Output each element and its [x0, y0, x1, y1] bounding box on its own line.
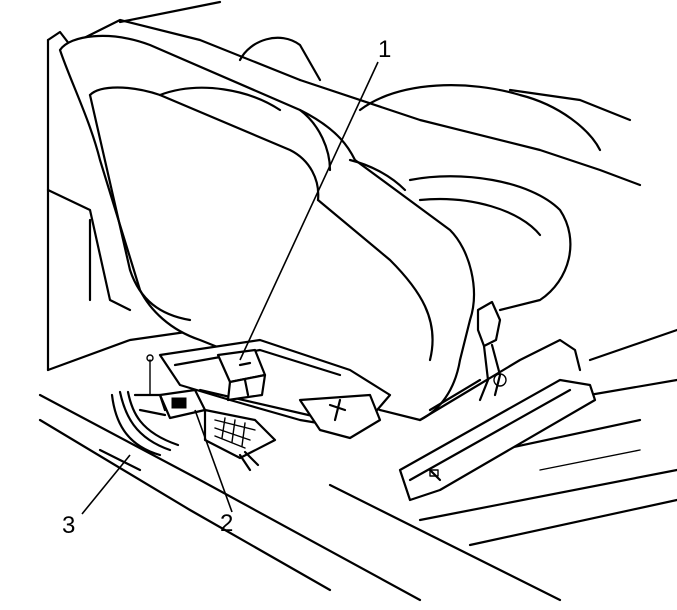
wiring-harness-3 — [110, 354, 260, 472]
callout-label-1: 1 — [378, 36, 392, 63]
rear-seat — [358, 84, 602, 312]
callout-label-3: 3 — [62, 512, 76, 539]
connector-2 — [158, 388, 277, 460]
seat-belt-buckle — [476, 300, 507, 402]
seat-base — [158, 338, 392, 440]
vehicle-body-outline — [38, 0, 677, 602]
connector-1 — [216, 348, 267, 402]
seat-track — [398, 338, 597, 502]
callout-label-2: 2 — [220, 510, 234, 537]
seat-back — [58, 34, 476, 422]
callout-leaders — [81, 61, 379, 515]
